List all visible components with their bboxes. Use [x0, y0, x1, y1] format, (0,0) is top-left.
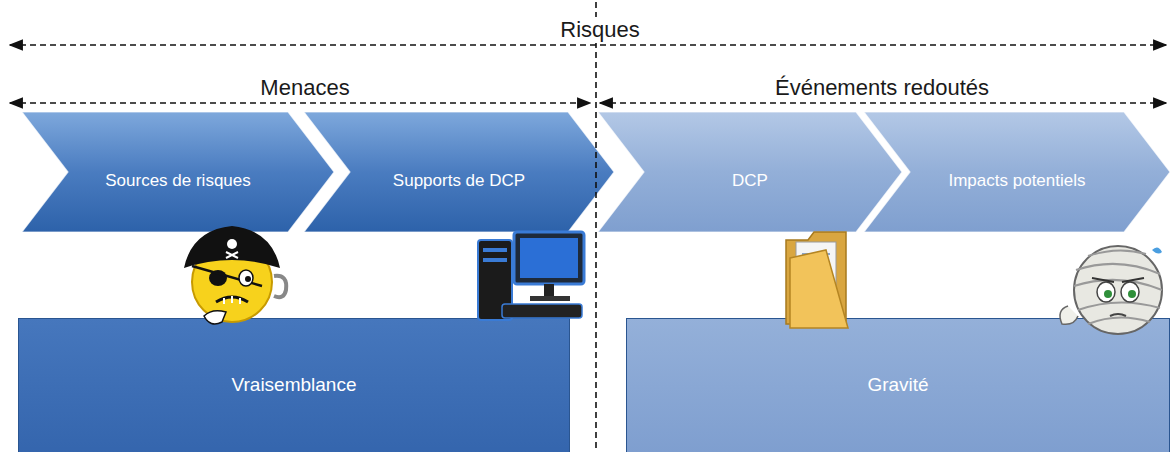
category-box: Vraisemblance	[18, 318, 570, 452]
mummy-icon	[1060, 246, 1162, 334]
folder-icon	[786, 232, 848, 328]
category-label: Vraisemblance	[28, 373, 560, 398]
pirate-icon	[184, 226, 286, 324]
range-label: Risques	[556, 17, 643, 43]
process-chevron: DCP	[598, 112, 902, 232]
step-label: Supports de DCP	[356, 170, 562, 192]
range-arrow	[10, 102, 590, 104]
chevron-outline	[304, 112, 614, 232]
divider-line	[595, 2, 597, 452]
process-chevron: Impacts potentiels	[864, 112, 1170, 232]
range-label: Événements redoutés	[771, 75, 993, 101]
computer-icon	[478, 232, 584, 320]
process-chevron: Supports de DCP	[304, 112, 614, 232]
range-arrow	[600, 102, 1166, 104]
step-label: DCP	[650, 170, 850, 192]
process-chevron: Sources de risques	[22, 112, 334, 232]
chevron-outline	[22, 112, 334, 232]
category-label: Gravité	[636, 373, 1160, 398]
category-box: Gravité	[626, 318, 1170, 452]
box-outline	[19, 319, 570, 452]
range-label: Menaces	[256, 75, 353, 101]
box-outline	[627, 319, 1170, 452]
chevron-outline	[864, 112, 1170, 232]
chevron-outline	[598, 112, 902, 232]
range-arrow	[10, 44, 1166, 46]
step-label: Sources de risques	[74, 170, 282, 192]
step-label: Impacts potentiels	[916, 170, 1118, 192]
